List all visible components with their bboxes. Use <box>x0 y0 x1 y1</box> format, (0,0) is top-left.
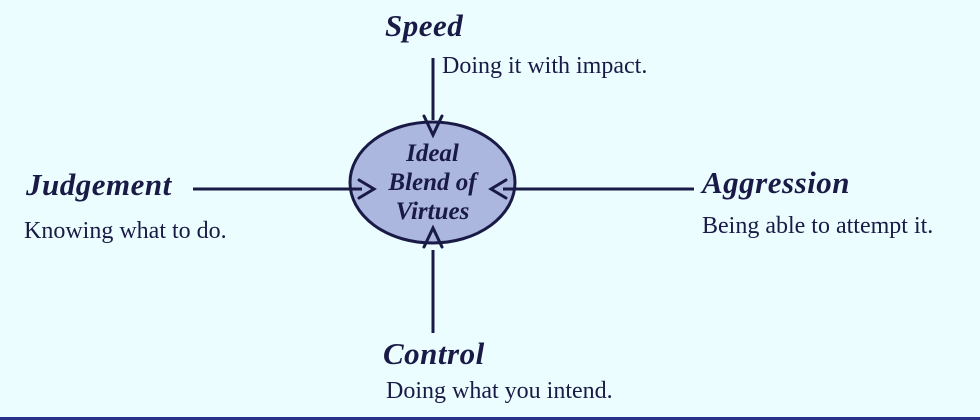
center-ellipse-label: Ideal Blend of Virtues <box>349 139 516 226</box>
judgement-title: Judgement <box>26 167 172 202</box>
center-label-line3: Virtues <box>395 198 470 225</box>
center-label-line2: Blend of <box>388 169 477 196</box>
arrow-bottom <box>422 224 444 333</box>
center-ellipse <box>348 120 517 245</box>
arrow-right <box>488 178 694 200</box>
aggression-title: Aggression <box>702 165 850 200</box>
control-description: Doing what you intend. <box>386 378 613 404</box>
arrow-top <box>422 58 444 139</box>
center-label-line1: Ideal <box>406 140 459 167</box>
aggression-description: Being able to attempt it. <box>702 213 934 239</box>
bottom-border-line <box>0 417 980 420</box>
judgement-description: Knowing what to do. <box>24 218 227 244</box>
control-title: Control <box>383 336 485 371</box>
speed-description: Doing it with impact. <box>442 53 648 79</box>
arrow-left <box>193 178 377 200</box>
speed-title: Speed <box>385 8 464 43</box>
